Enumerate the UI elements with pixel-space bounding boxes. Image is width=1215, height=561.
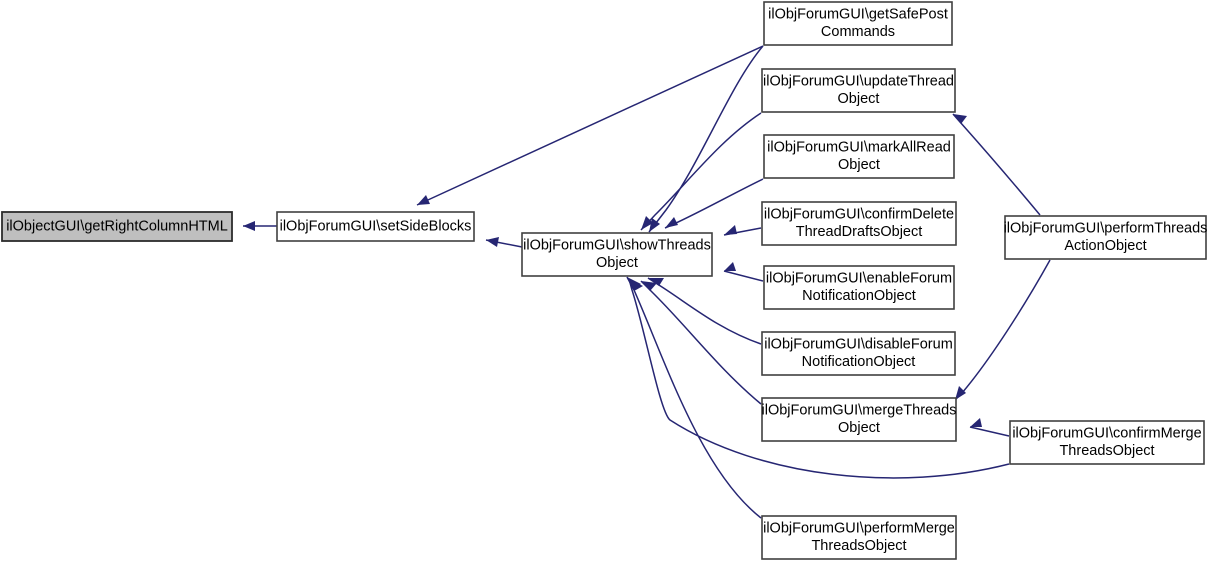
arrowhead-icon [641, 281, 657, 291]
node-label-confirmDeleteThreadDraftsObject: ThreadDraftsObject [796, 224, 923, 240]
arrowhead-icon [629, 279, 643, 291]
node-label-updateThreadObject: ilObjForumGUI\updateThread [763, 74, 954, 90]
node-box-getRightColumnHTML[interactable] [1, 211, 233, 242]
arrowhead-icon [665, 217, 678, 228]
node-label-showThreadsObject: Object [596, 255, 638, 271]
node-box-confirmDeleteThreadDraftsObject[interactable] [761, 201, 957, 246]
node-label-enableForumNotificationObject: ilObjForumGUI\enableForum [766, 271, 952, 287]
node-setSideBlocks[interactable]: ilObjForumGUI\setSideBlocks [276, 211, 475, 242]
edge-performMergeThreadsObject-to-showThreadsObject [626, 276, 762, 519]
node-box-enableForumNotificationObject[interactable] [763, 265, 955, 310]
node-label-getRightColumnHTML: ilObjectGUI\getRightColumnHTML [6, 218, 228, 234]
edge-layer [243, 45, 1051, 519]
arrowhead-icon [486, 237, 499, 247]
node-box-mergeThreadsObject[interactable] [761, 397, 957, 442]
node-label-getSafePostCommands: ilObjForumGUI\getSafePost [768, 7, 948, 23]
node-label-mergeThreadsObject: Object [838, 420, 880, 436]
arrowhead-icon [648, 278, 664, 286]
node-label-confirmMergeThreadsObject: ThreadsObject [1059, 443, 1154, 459]
node-label-getSafePostCommands: Commands [821, 24, 895, 40]
edge-getSafePostCommands-to-showThreadsObject [648, 45, 764, 233]
node-label-setSideBlocks: ilObjForumGUI\setSideBlocks [280, 218, 472, 234]
node-box-markAllReadObject[interactable] [763, 134, 955, 179]
node-box-disableForumNotificationObject[interactable] [761, 331, 956, 376]
node-label-markAllReadObject: ilObjForumGUI\markAllRead [767, 140, 951, 156]
node-label-enableForumNotificationObject: NotificationObject [802, 288, 916, 304]
node-label-updateThreadObject: Object [838, 91, 880, 107]
edge-getSafePostCommands-to-setSideBlocks [416, 45, 764, 206]
node-box-performThreadsActionObject[interactable] [1004, 215, 1207, 260]
arrowhead-icon [417, 195, 430, 205]
edge-enableForumNotificationObject-to-showThreadsObject [723, 270, 764, 282]
node-enableForumNotificationObject[interactable]: ilObjForumGUI\enableForumNotificationObj… [763, 265, 955, 310]
arrowhead-icon [724, 262, 736, 271]
node-label-performMergeThreadsObject: ThreadsObject [811, 538, 906, 554]
arrowhead-icon [953, 114, 967, 124]
node-label-confirmMergeThreadsObject: ilObjForumGUI\confirmMerge [1012, 426, 1201, 442]
edge-performThreadsActionObject-to-updateThreadObject [952, 113, 1041, 216]
node-disableForumNotificationObject[interactable]: ilObjForumGUI\disableForumNotificationOb… [761, 331, 956, 376]
arrowhead-icon [641, 216, 653, 230]
edge-disableForumNotificationObject-to-showThreadsObject [647, 277, 762, 345]
node-label-confirmDeleteThreadDraftsObject: ilObjForumGUI\confirmDelete [764, 207, 954, 223]
arrowhead-icon [243, 221, 255, 231]
edge-updateThreadObject-to-showThreadsObject [640, 112, 762, 231]
edge-mergeThreadsObject-to-showThreadsObject [640, 280, 762, 405]
node-box-performMergeThreadsObject[interactable] [761, 515, 957, 560]
node-box-updateThreadObject[interactable] [761, 68, 956, 113]
node-label-performThreadsActionObject: ActionObject [1064, 238, 1146, 254]
node-box-showThreadsObject[interactable] [521, 232, 713, 277]
node-label-performMergeThreadsObject: ilObjForumGUI\performMerge [763, 521, 955, 537]
node-box-confirmMergeThreadsObject[interactable] [1009, 420, 1205, 465]
node-label-showThreadsObject: ilObjForumGUI\showThreads [523, 238, 711, 254]
node-box-setSideBlocks[interactable] [276, 211, 475, 242]
node-label-mergeThreadsObject: ilObjForumGUI\mergeThreads [762, 403, 957, 419]
edge-confirmMergeThreadsObject-to-showThreadsObject [628, 278, 1010, 479]
node-confirmDeleteThreadDraftsObject[interactable]: ilObjForumGUI\confirmDeleteThreadDraftsO… [761, 201, 957, 246]
node-label-disableForumNotificationObject: NotificationObject [802, 354, 916, 370]
node-label-performThreadsActionObject: ilObjForumGUI\performThreads [1004, 221, 1208, 237]
arrowhead-icon [955, 386, 966, 400]
node-label-markAllReadObject: Object [838, 157, 880, 173]
node-label-disableForumNotificationObject: ilObjForumGUI\disableForum [764, 337, 953, 353]
node-box-getSafePostCommands[interactable] [763, 1, 953, 46]
edge-confirmMergeThreadsObject-to-mergeThreadsObject [969, 426, 1010, 437]
edge-performThreadsActionObject-to-mergeThreadsObject [954, 259, 1051, 401]
arrowhead-icon [649, 218, 660, 232]
node-getRightColumnHTML[interactable]: ilObjectGUI\getRightColumnHTML [1, 211, 233, 242]
arrowhead-icon [970, 418, 982, 427]
arrowhead-icon [724, 225, 737, 235]
edge-markAllReadObject-to-showThreadsObject [664, 178, 764, 229]
